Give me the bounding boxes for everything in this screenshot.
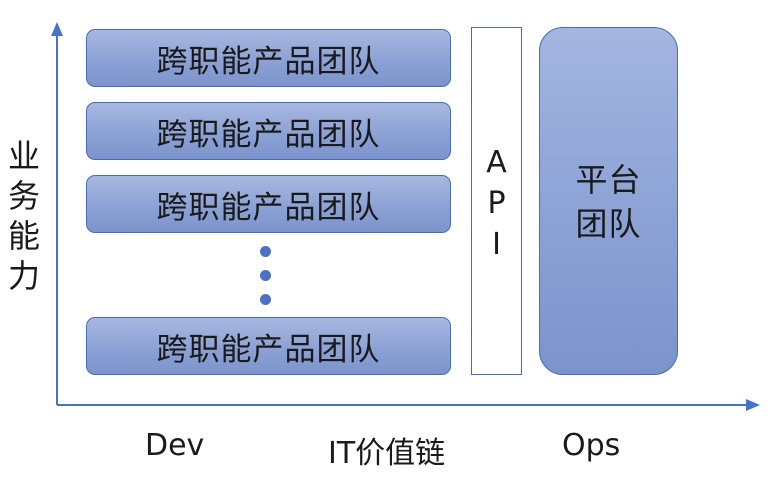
y-axis-arrowhead [51, 22, 63, 36]
x-axis-label-ops: Ops [562, 428, 621, 463]
y-axis-label-char: 能 [7, 217, 40, 255]
platform-team-label-line: 团队 [575, 205, 642, 243]
ellipsis-dot [260, 270, 271, 281]
y-axis-label-char: 业 [7, 137, 40, 175]
y-axis-label: 业 务 能 力 [4, 136, 44, 296]
api-letter: P [487, 186, 506, 221]
x-axis-arrowhead [746, 399, 760, 411]
ellipsis-dot [260, 294, 271, 305]
y-axis-label-char: 务 [7, 177, 40, 215]
api-letter: I [492, 227, 501, 262]
product-team-box: 跨职能产品团队 [86, 317, 451, 375]
api-box: A P I [471, 27, 522, 375]
platform-team-box: 平台 团队 [539, 27, 678, 375]
x-axis-label-it-value-chain: IT价值链 [328, 436, 446, 471]
y-axis-label-char: 力 [7, 257, 40, 295]
api-letter: A [486, 145, 507, 180]
platform-team-label-line: 平台 [575, 161, 642, 199]
product-team-box: 跨职能产品团队 [86, 29, 451, 87]
product-team-box: 跨职能产品团队 [86, 175, 451, 233]
ellipsis-dot [260, 246, 271, 257]
product-team-box: 跨职能产品团队 [86, 102, 451, 160]
x-axis-label-dev: Dev [145, 428, 205, 463]
